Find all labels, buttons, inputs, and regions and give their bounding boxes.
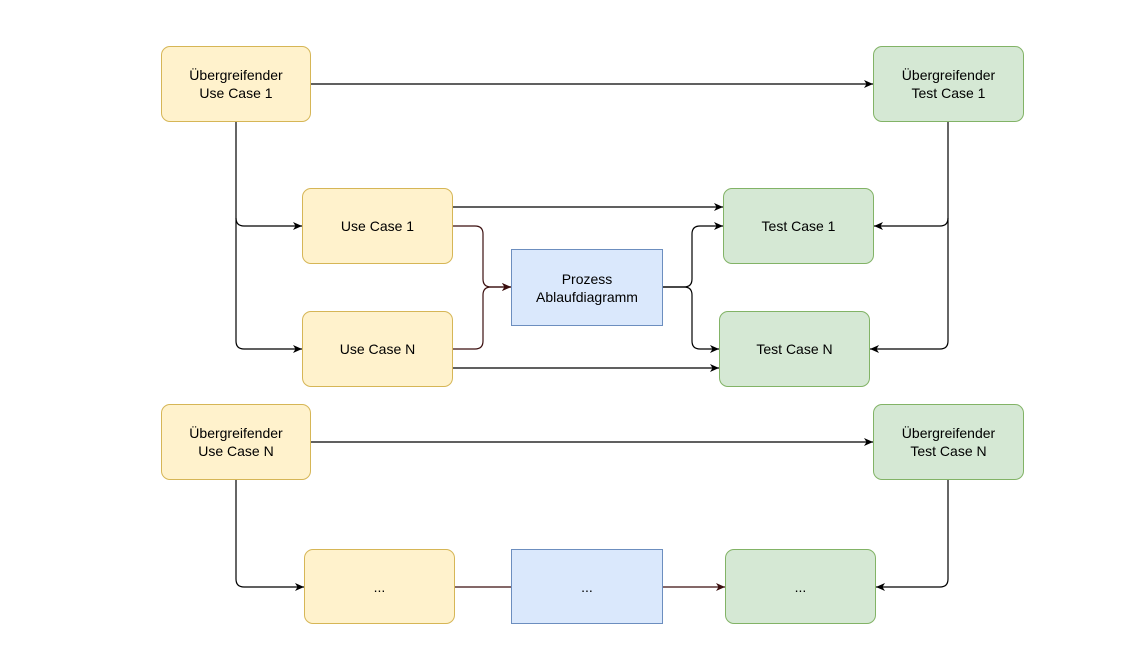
node-overarching-test-case-1[interactable]: Übergreifender Test Case 1 xyxy=(873,46,1024,122)
node-label: Übergreifender Use Case 1 xyxy=(189,67,283,101)
edge-ucn-process xyxy=(453,283,511,350)
node-label: Übergreifender Use Case N xyxy=(189,425,283,459)
node-test-case-1[interactable]: Test Case 1 xyxy=(723,188,874,264)
node-label: Übergreifender Test Case N xyxy=(901,425,996,459)
node-overarching-use-case-1[interactable]: Übergreifender Use Case 1 xyxy=(161,46,311,122)
node-ellipsis-use-case[interactable]: ... xyxy=(304,549,455,624)
node-overarching-use-case-n[interactable]: Übergreifender Use Case N xyxy=(161,404,311,480)
node-label: Prozess Ablaufdiagramm xyxy=(536,270,638,305)
edge-otc1-tc1 xyxy=(874,122,949,230)
edge-process-tcn xyxy=(663,286,719,353)
edge-otc1-tcn xyxy=(870,218,949,353)
node-ellipsis-test-case[interactable]: ... xyxy=(725,549,876,624)
edge-ouc1-uc1 xyxy=(235,122,302,230)
edge-otcn-ellipsis-tc xyxy=(876,480,949,591)
edge-ouc1-ucn xyxy=(235,218,302,353)
node-label: Use Case N xyxy=(339,341,416,357)
node-use-case-n[interactable]: Use Case N xyxy=(302,311,453,387)
node-ellipsis-process[interactable]: ... xyxy=(511,549,663,624)
node-test-case-n[interactable]: Test Case N xyxy=(719,311,870,387)
edge-process-tc1 xyxy=(663,222,723,288)
node-use-case-1[interactable]: Use Case 1 xyxy=(302,188,453,264)
node-label: Use Case 1 xyxy=(340,218,415,234)
node-label: Test Case N xyxy=(756,341,833,357)
node-process-flowchart[interactable]: Prozess Ablaufdiagramm xyxy=(511,249,663,326)
node-label: Übergreifender Test Case 1 xyxy=(901,67,996,101)
node-overarching-test-case-n[interactable]: Übergreifender Test Case N xyxy=(873,404,1024,480)
node-label: ... xyxy=(581,578,593,595)
edge-oucn-ellipsis-uc xyxy=(235,480,304,591)
node-label: ... xyxy=(794,578,807,595)
edge-uc1-process xyxy=(453,225,511,291)
node-label: Test Case 1 xyxy=(761,218,836,234)
node-label: ... xyxy=(373,578,386,595)
